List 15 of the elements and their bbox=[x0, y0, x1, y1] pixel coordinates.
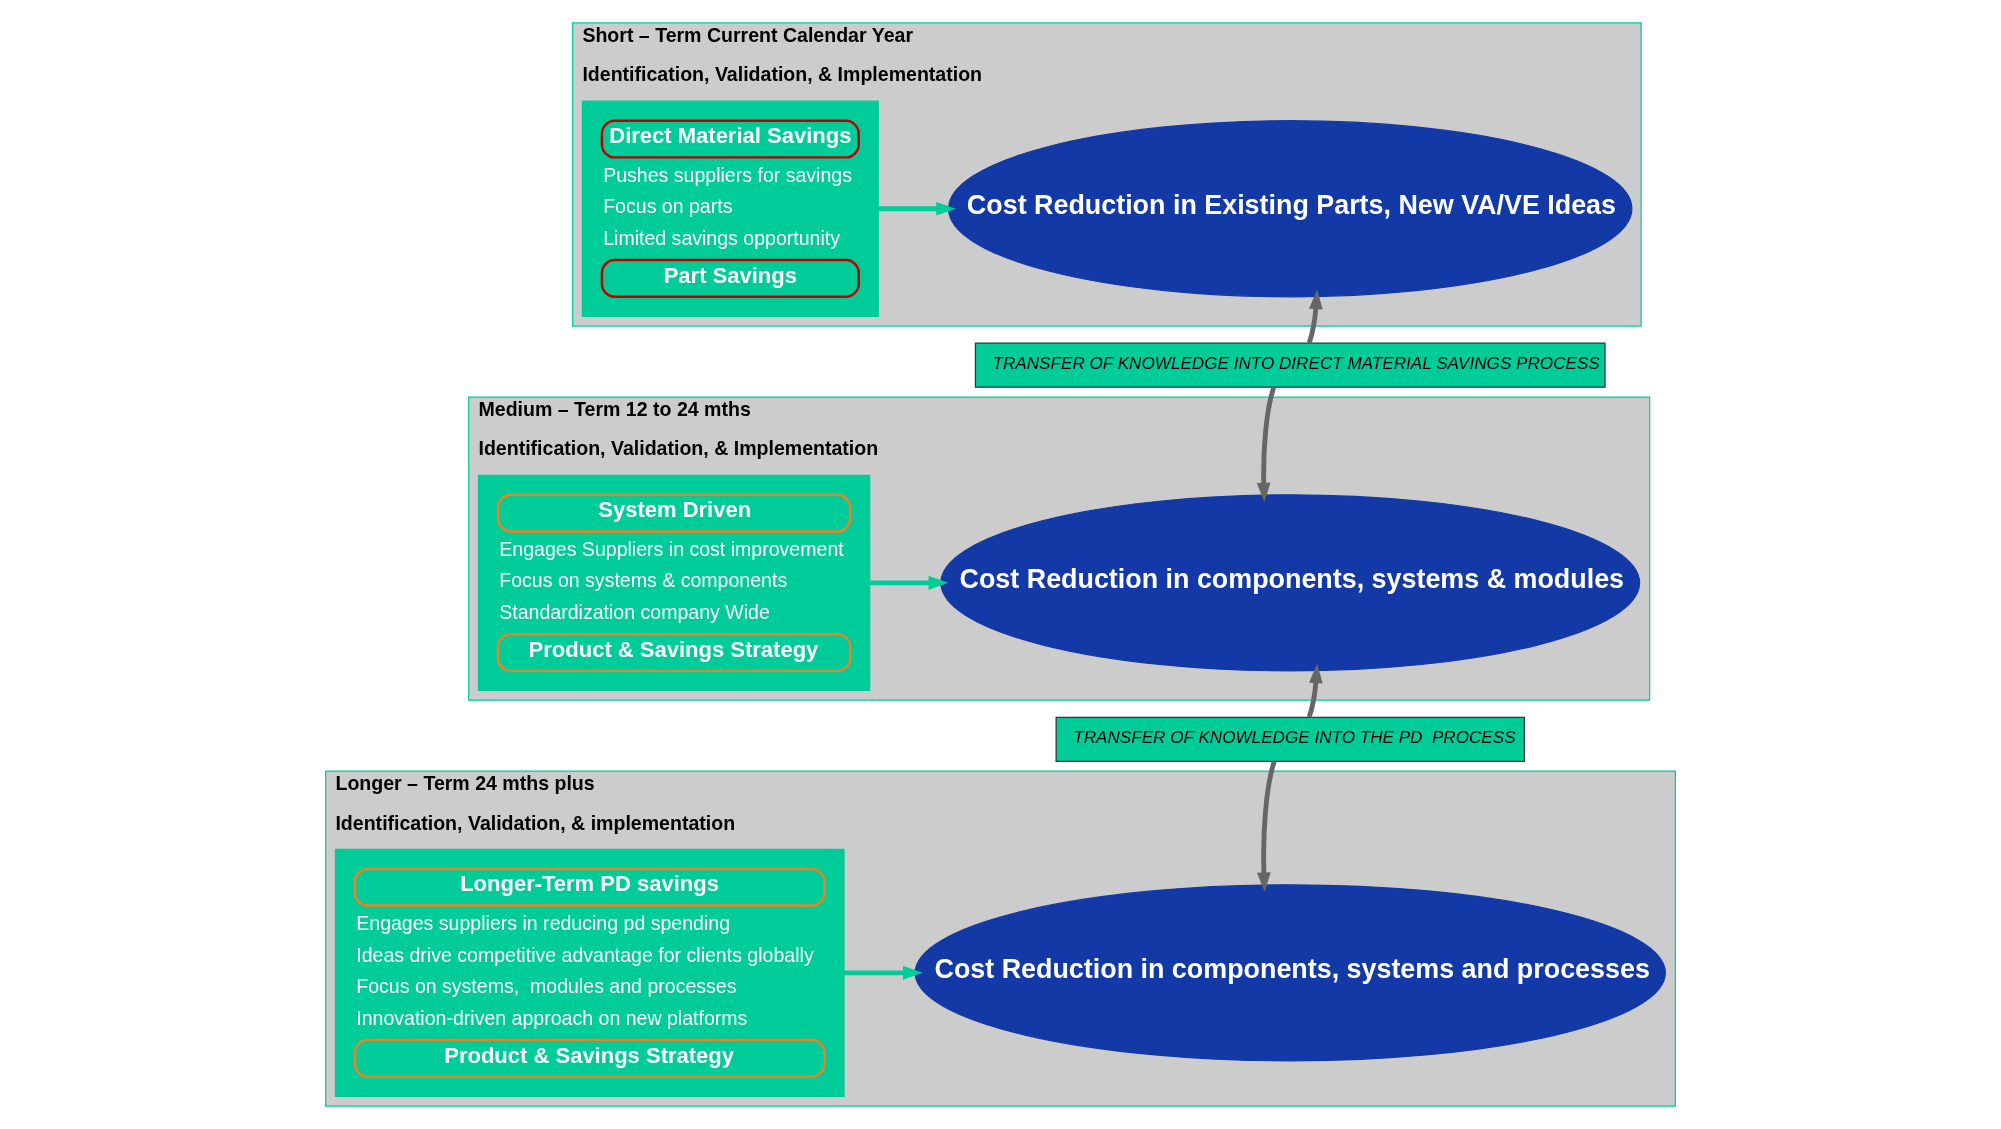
node-ellipse: Cost Reduction in Existing Parts, New VA/VE Ideas bbox=[947, 120, 1633, 298]
node-box: Direct Material Savings Pushes suppliers for savings Focus on parts Limited savings opportunity Part Savings bbox=[581, 100, 879, 317]
arrow bbox=[1306, 289, 1323, 344]
arrow bbox=[1256, 386, 1276, 503]
node-box: TRANSFER OF KNOWLEDGE INTO DIRECT MATERIAL SAVINGS PROCESS bbox=[974, 342, 1606, 388]
arrow bbox=[1257, 760, 1277, 893]
node-ellipse: Cost Reduction in components, systems & modules bbox=[940, 494, 1641, 672]
node-ellipse: Cost Reduction in components, systems and processes bbox=[914, 884, 1666, 1062]
node-box: TRANSFER OF KNOWLEDGE INTO THE PD PROCESS bbox=[1055, 716, 1525, 762]
arrow bbox=[878, 201, 956, 216]
arrow bbox=[844, 965, 923, 980]
arrow bbox=[1306, 663, 1323, 718]
arrow bbox=[870, 575, 949, 590]
node-box: System Driven Engages Suppliers in cost improvement Focus on systems & components Standardization company Wide Product & Savings Strategy bbox=[477, 474, 871, 692]
node-box: Longer-Term PD savings Engages suppliers in reducing pd spending Ideas drive competitive advantage for clients globally Focus on systems, modules and processes Innovation-driven approach on new platforms Product & Savings Strategy bbox=[334, 848, 845, 1097]
